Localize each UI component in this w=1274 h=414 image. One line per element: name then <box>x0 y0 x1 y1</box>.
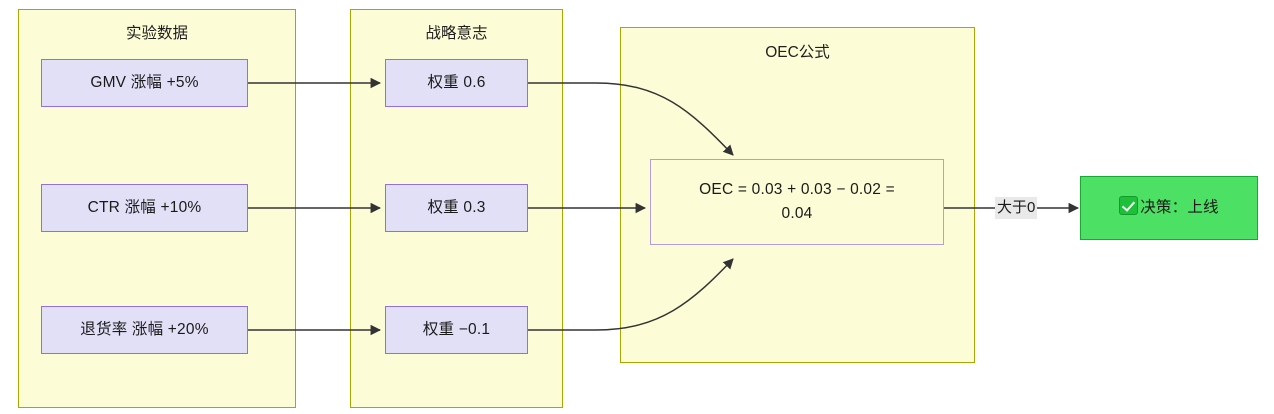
node-metric-return-rate[interactable]: 退货率 涨幅 +20% <box>41 306 248 354</box>
node-oec-formula[interactable]: OEC = 0.03 + 0.03 − 0.02 = 0.04 <box>650 159 944 245</box>
node-metric-ctr-label: CTR 涨幅 +10% <box>87 198 202 216</box>
node-oec-formula-line2: 0.04 <box>781 205 813 222</box>
node-weight-ctr-label: 权重 0.3 <box>427 198 486 216</box>
edge-label-greater-than-zero: 大于0 <box>995 197 1038 219</box>
node-decision-launch[interactable]: 决策：上线 <box>1080 176 1258 240</box>
node-metric-gmv-label: GMV 涨幅 +5% <box>90 73 199 91</box>
node-weight-gmv-label: 权重 0.6 <box>427 73 486 91</box>
node-metric-gmv[interactable]: GMV 涨幅 +5% <box>41 59 248 107</box>
node-decision-label-wrap: 决策：上线 <box>1081 195 1257 220</box>
node-weight-return-rate[interactable]: 权重 −0.1 <box>385 306 528 354</box>
node-weight-return-rate-label: 权重 −0.1 <box>422 320 491 338</box>
white-check-mark-icon <box>1119 195 1139 215</box>
group-title-experiment: 实验数据 <box>125 25 188 42</box>
group-title-strategy: 战略意志 <box>425 25 488 42</box>
node-weight-ctr[interactable]: 权重 0.3 <box>385 184 528 232</box>
node-metric-return-rate-label: 退货率 涨幅 +20% <box>80 320 209 338</box>
node-metric-ctr[interactable]: CTR 涨幅 +10% <box>41 184 248 232</box>
node-weight-gmv[interactable]: 权重 0.6 <box>385 59 528 107</box>
node-oec-formula-line1: OEC = 0.03 + 0.03 − 0.02 = <box>699 180 895 198</box>
node-decision-label: 决策：上线 <box>1140 198 1219 216</box>
group-title-oec: OEC公式 <box>765 44 830 61</box>
